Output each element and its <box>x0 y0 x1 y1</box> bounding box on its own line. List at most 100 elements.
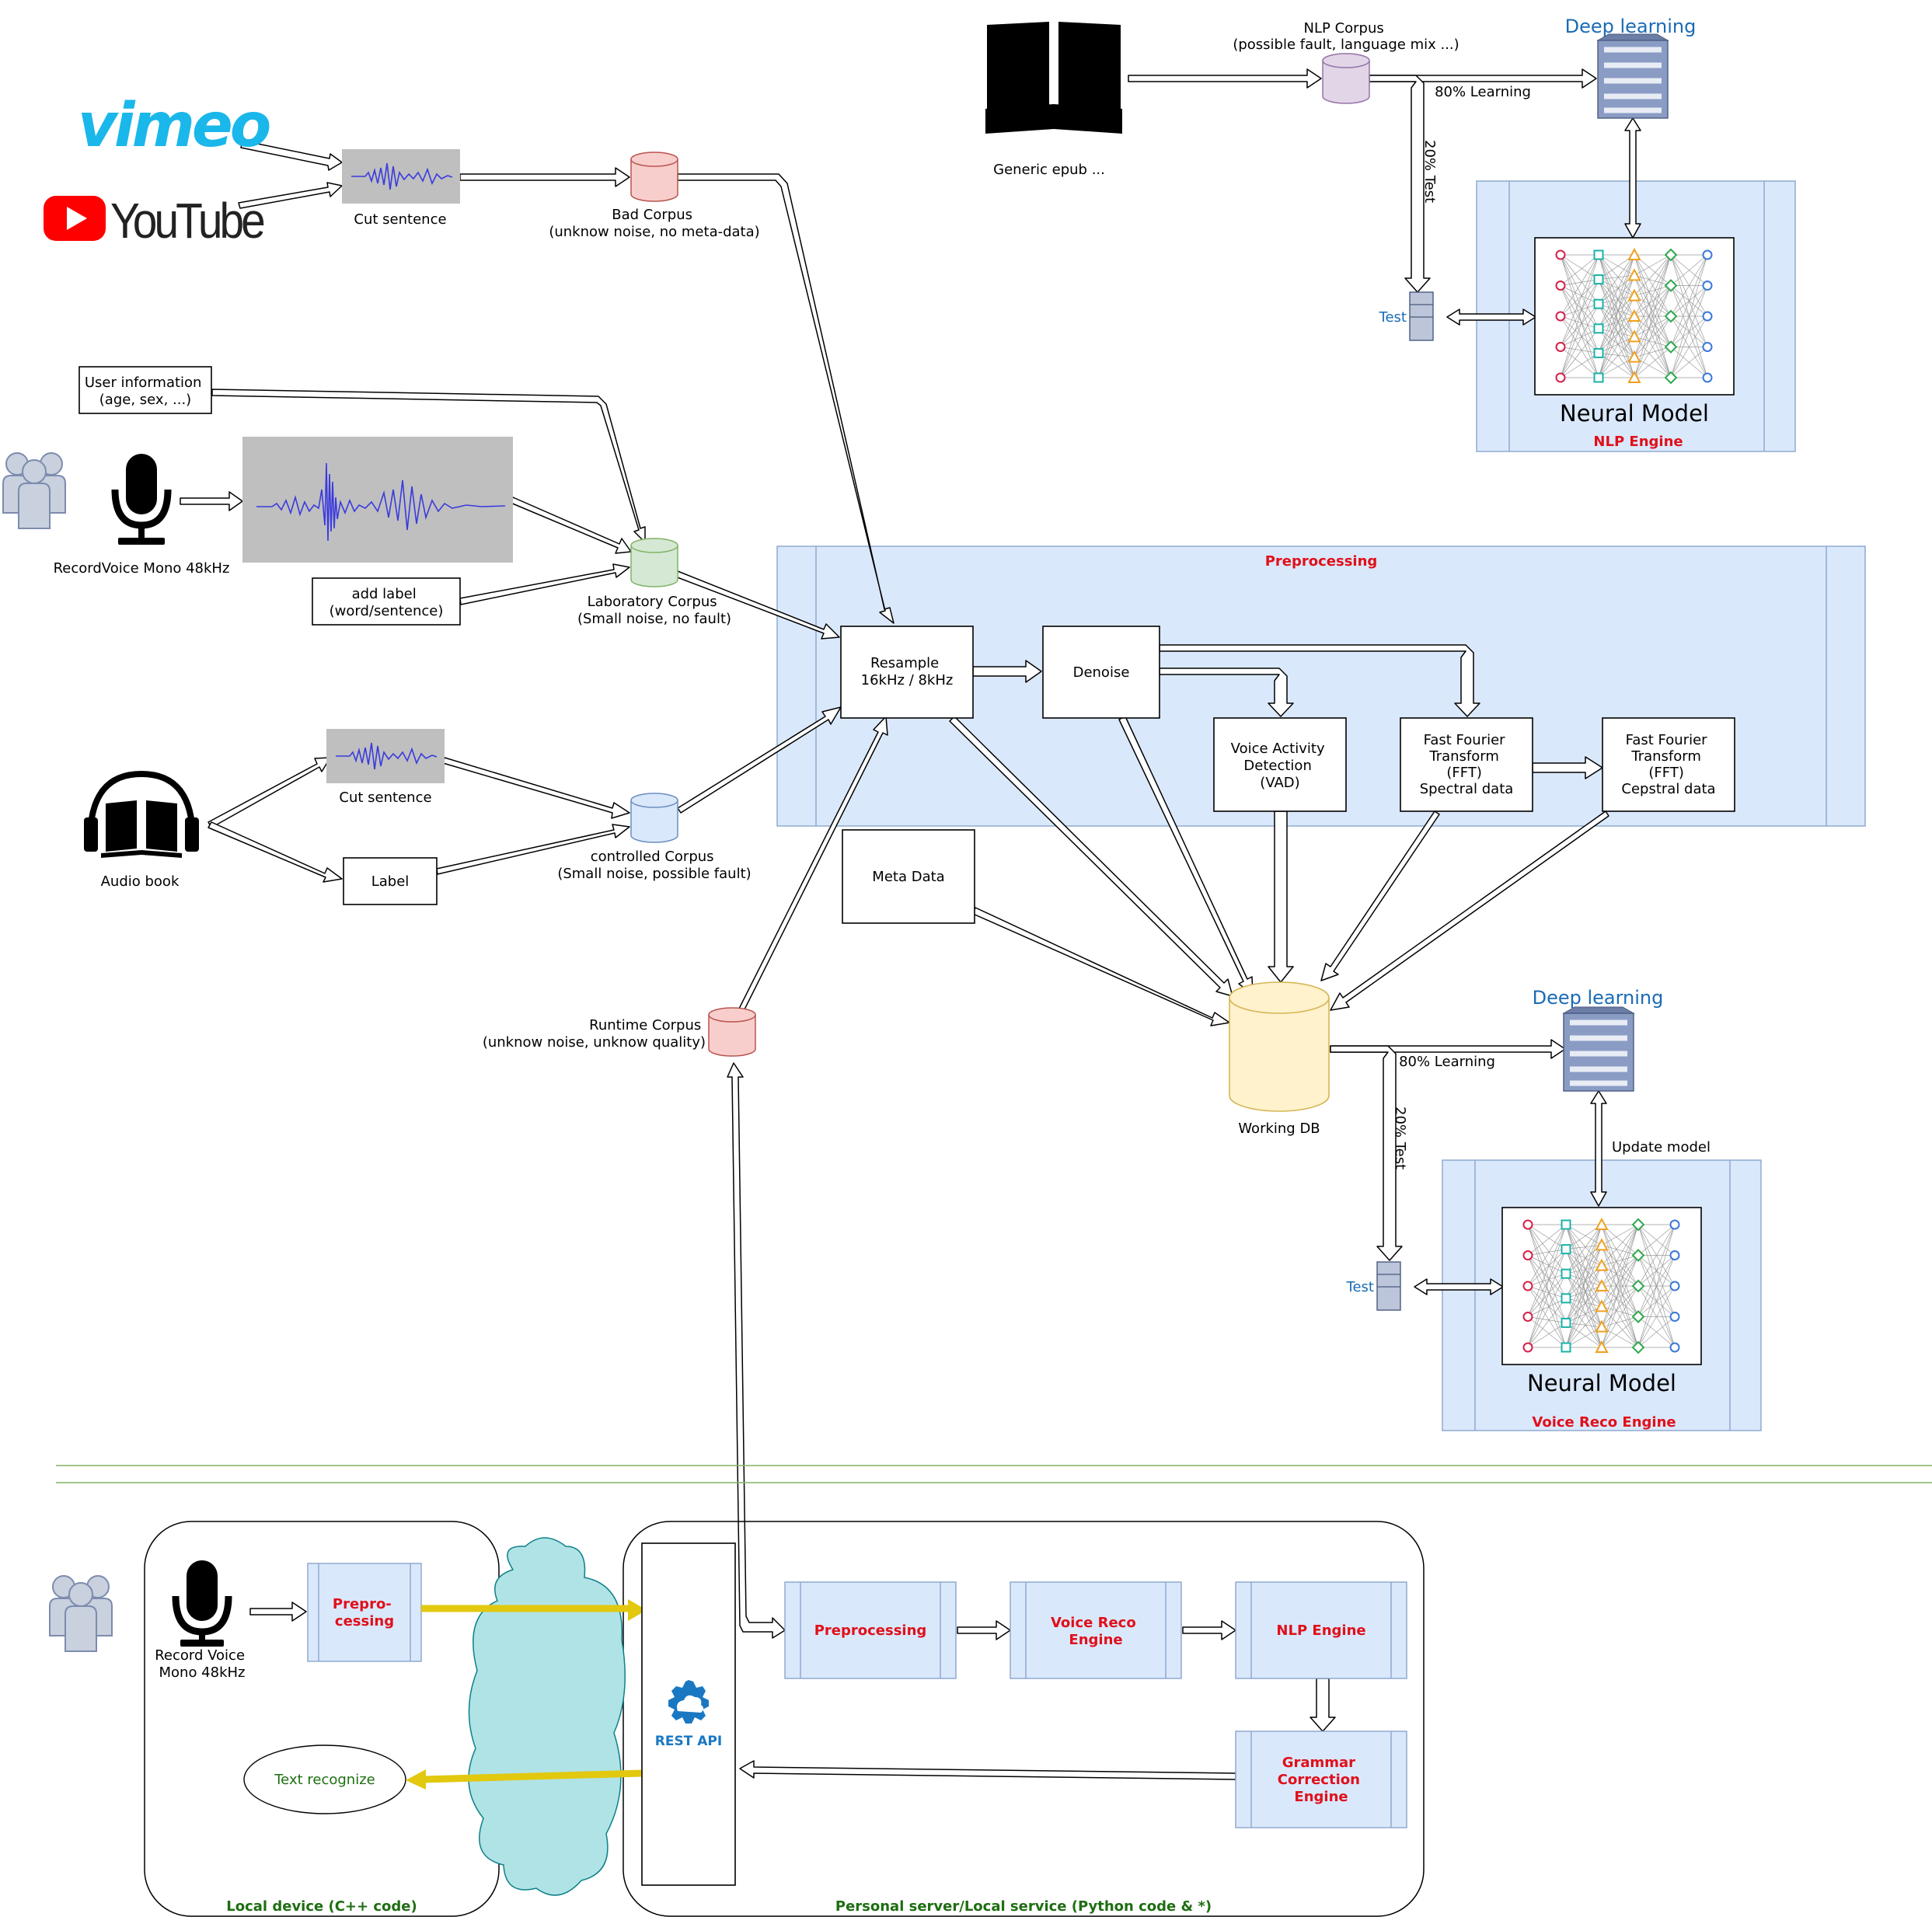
arrow-record-to-preproc <box>249 1602 307 1622</box>
network-edge <box>1565 1298 1602 1307</box>
personal-server-container: Personal server/Local service (Python co… <box>622 1521 1425 1917</box>
network-edge <box>1560 254 1599 378</box>
yellow-arrow-to-text <box>422 1769 643 1783</box>
voice-test-split-label: 20% Test <box>1392 1107 1408 1169</box>
network-edge <box>1560 285 1599 329</box>
network-edge <box>1527 1255 1567 1299</box>
network-edge <box>1560 279 1599 378</box>
users-icon-bottom <box>49 1575 113 1652</box>
network-edge <box>1560 285 1599 378</box>
network-edge <box>1565 1285 1602 1299</box>
network-node <box>1702 249 1713 260</box>
network-node <box>1627 370 1641 383</box>
network-edge <box>1565 1224 1602 1323</box>
network-edge <box>1560 304 1599 378</box>
network-edge <box>1634 254 1672 337</box>
network-node <box>1664 371 1678 385</box>
voice-deep-learning-title: Deep learning <box>1533 987 1664 1009</box>
arrow-wave-to-lab <box>510 497 632 554</box>
network-edge <box>1598 353 1635 358</box>
svg-text:Voice Reco Engine: Voice Reco Engine <box>1051 1615 1141 1648</box>
arrow-runtime-to-resample <box>738 716 888 1013</box>
svg-text:Denoise: Denoise <box>1073 664 1130 681</box>
network-edge <box>1527 1285 1567 1323</box>
network-edge <box>1560 279 1599 317</box>
network-edge <box>1634 285 1672 317</box>
arrow-nlp-to-test <box>1369 75 1431 293</box>
meta-data-box: Meta Data <box>842 829 975 924</box>
network-node <box>1561 1293 1571 1304</box>
network-edge <box>1598 279 1635 317</box>
network-edge <box>1634 254 1672 378</box>
network-edge <box>1634 336 1672 347</box>
working-db: Working DB <box>1229 981 1330 1137</box>
svg-text:NLP Engine: NLP Engine <box>1276 1622 1365 1639</box>
network-edge <box>1601 1224 1639 1266</box>
network-node <box>1593 372 1604 383</box>
network-edge <box>1565 1298 1602 1327</box>
network-edge <box>1601 1316 1639 1328</box>
arrow-userinfo-to-lab <box>211 389 646 543</box>
svg-text:Meta Data: Meta Data <box>872 869 944 885</box>
arrow-cut-to-bad <box>459 167 630 187</box>
cut-sentence-top: Cut sentence <box>342 149 460 228</box>
network-edge <box>1634 357 1672 378</box>
svg-text:add label (word/sentence: add label (word/sentence) <box>330 586 444 619</box>
nlp-corpus: NLP Corpus (possible fault, language mix… <box>1233 20 1459 104</box>
arrow-nlp-to-grammar <box>1310 1678 1336 1732</box>
network-edge <box>1565 1224 1602 1287</box>
network-edge <box>1598 295 1635 305</box>
user-information-box: User information (age, sex, ...) <box>78 366 212 414</box>
network-edge <box>1527 1274 1567 1348</box>
arrow-grammar-to-restapi <box>739 1760 1236 1780</box>
network-node <box>1595 1238 1609 1251</box>
network-edge <box>1560 315 1599 378</box>
network-edge <box>1634 336 1672 378</box>
network-edge <box>1527 1273 1567 1287</box>
network-node <box>1669 1219 1680 1230</box>
svg-text:Laboratory Corpus (Small: Laboratory Corpus (Small noise, no fault… <box>577 594 731 627</box>
arrow-resample-to-denoise <box>972 660 1042 683</box>
network-edge <box>1565 1245 1602 1323</box>
network-edge <box>1565 1224 1602 1327</box>
svg-text:controlled Corpus (Small: controlled Corpus (Small noise, possible… <box>557 849 751 882</box>
arrow-vad-to-db <box>1268 810 1294 983</box>
runtime-corpus: Runtime Corpus (unknow noise, unknow qua… <box>483 1007 756 1057</box>
local-preprocessing-box: Prepro- cessing <box>307 1563 422 1662</box>
network-node <box>1631 1310 1645 1323</box>
network-node <box>1522 1250 1533 1260</box>
network-edge <box>1637 1224 1676 1287</box>
arrow-spectral-to-db <box>1320 810 1440 981</box>
network-edge <box>1565 1224 1602 1307</box>
cloud-shape <box>468 1537 626 1896</box>
network-node <box>1595 1299 1609 1312</box>
network-edge <box>1670 347 1708 378</box>
update-model-label: Update model <box>1612 1139 1711 1155</box>
bad-corpus: Bad Corpus (unknow noise, no meta-data) <box>549 152 760 240</box>
network-edge <box>1634 315 1672 357</box>
network-edge <box>1634 285 1672 297</box>
network-edge <box>1601 1285 1639 1327</box>
vimeo-logo: vimeo <box>78 91 273 161</box>
nlp-test-split-label: 20% Test <box>1421 140 1438 203</box>
svg-text:YouTube: YouTube <box>110 193 263 249</box>
network-edge <box>1560 254 1599 286</box>
network-edge <box>1598 295 1635 329</box>
generic-epub-icon: Generic epub ... <box>985 22 1122 178</box>
network-edge <box>1637 1316 1676 1348</box>
network-edge <box>1565 1273 1602 1307</box>
svg-text:Test: Test <box>1379 309 1407 326</box>
network-edge <box>1565 1306 1602 1323</box>
runtime-preprocessing-box: Preprocessing <box>784 1581 957 1679</box>
network-node <box>1627 288 1641 301</box>
svg-text:Runtime Corpus (unknow n: Runtime Corpus (unknow noise, unknow qua… <box>483 1017 706 1051</box>
network-edge <box>1598 254 1635 317</box>
voice-neural-model: Neural Model Voice Reco Engine <box>1501 1207 1702 1431</box>
svg-text:Voice Activity Detection: Voice Activity Detection (VAD) <box>1231 741 1330 791</box>
nlp-neural-model: Neural Model NLP Engine <box>1534 237 1735 450</box>
network-node <box>1555 372 1566 383</box>
network-edge <box>1601 1255 1639 1287</box>
network-edge <box>1637 1224 1676 1256</box>
network-node <box>1669 1312 1680 1322</box>
microphone-icon-bottom: Record Voice Mono 48kHz <box>155 1560 246 1681</box>
